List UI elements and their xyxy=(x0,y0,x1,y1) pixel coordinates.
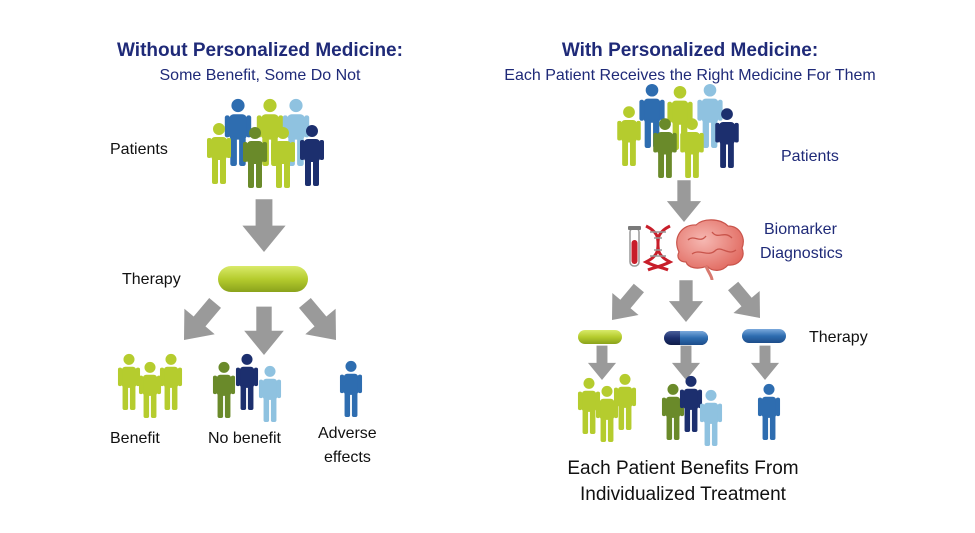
pill-icon xyxy=(742,329,786,343)
biomarker-label-line1: Biomarker xyxy=(764,221,837,238)
conclusion-line2: Individualized Treatment xyxy=(580,484,786,505)
conclusion-line1: Each Patient Benefits From xyxy=(567,458,799,479)
arrow-down-icon xyxy=(168,290,231,353)
left-title: Without Personalized Medicine: xyxy=(117,40,403,61)
arrow-down-icon xyxy=(244,306,284,355)
arrow-down-icon xyxy=(666,180,702,222)
person-icon xyxy=(258,365,282,422)
right-result-blue-group xyxy=(757,383,781,440)
arrow-down-icon xyxy=(587,345,617,380)
left-therapy-label: Therapy xyxy=(122,271,181,288)
arrow-down-icon xyxy=(750,345,780,380)
left-subtitle: Some Benefit, Some Do Not xyxy=(159,67,361,84)
right-title: With Personalized Medicine: xyxy=(561,40,819,61)
person-icon xyxy=(138,361,162,418)
arrow-down-icon xyxy=(720,274,774,329)
arrow-down-icon xyxy=(289,290,352,353)
right-result-mixed-group xyxy=(661,375,723,446)
adverse-group xyxy=(339,360,363,417)
right-subtitle: Each Patient Receives the Right Medicine… xyxy=(504,67,876,84)
arrow-down-icon xyxy=(668,280,704,322)
no-benefit-label: No benefit xyxy=(208,430,281,447)
arrow-down-icon xyxy=(671,345,701,380)
pill-icon xyxy=(218,266,308,292)
no-benefit-group xyxy=(212,353,282,422)
person-icon xyxy=(679,375,703,432)
brain-icon xyxy=(676,219,744,281)
person-icon xyxy=(699,389,723,446)
left-patients-label: Patients xyxy=(110,141,168,158)
person-icon xyxy=(339,360,363,417)
person-icon xyxy=(235,353,259,410)
right-patient-crowd xyxy=(617,83,739,178)
person-icon xyxy=(212,361,236,418)
arrow-down-icon xyxy=(598,276,652,331)
person-icon xyxy=(757,383,781,440)
arrow-down-icon xyxy=(242,199,286,252)
pill-icon xyxy=(578,330,622,344)
benefit-group xyxy=(117,353,183,418)
person-icon xyxy=(617,106,641,166)
biomarker-label-line2: Diagnostics xyxy=(760,245,843,262)
person-icon xyxy=(117,353,141,410)
dna-icon xyxy=(642,224,674,272)
adverse-effects-label-line2: effects xyxy=(324,449,371,466)
test-tube-icon xyxy=(628,226,641,267)
adverse-effects-label-line1: Adverse xyxy=(318,425,377,442)
left-patient-crowd xyxy=(207,98,324,188)
person-icon xyxy=(159,353,183,410)
right-result-lime-group xyxy=(577,373,637,442)
right-therapy-label: Therapy xyxy=(809,329,868,346)
benefit-label: Benefit xyxy=(110,430,160,447)
right-patients-label: Patients xyxy=(781,148,839,165)
pill-icon xyxy=(664,331,708,345)
